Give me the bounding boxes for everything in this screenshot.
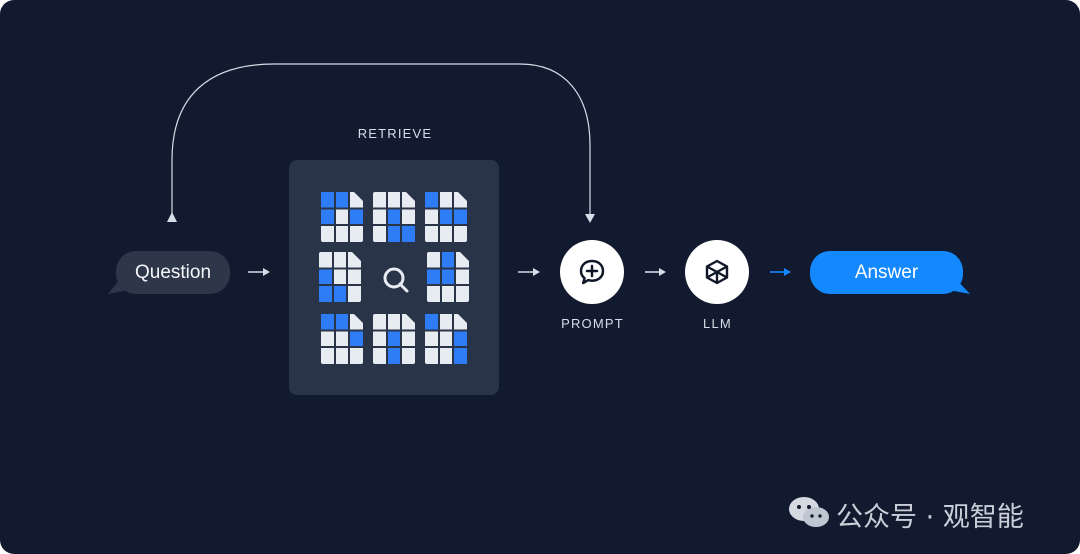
feedback-loop-line: [171, 63, 591, 218]
document-icon: [320, 313, 364, 365]
prompt-label: PROMPT: [561, 316, 624, 331]
arrow-retrieve-to-prompt: [518, 268, 540, 276]
document-icon: [424, 313, 468, 365]
document-icon: [424, 191, 468, 243]
document-icon: [320, 191, 364, 243]
document-icon: [372, 313, 416, 365]
retrieve-label: RETRIEVE: [357, 126, 433, 141]
arrow-prompt-to-llm: [645, 268, 666, 276]
document-icon: [372, 191, 416, 243]
document-icon: [318, 251, 362, 303]
wechat-icon: [789, 497, 829, 527]
arrow-llm-to-answer: [770, 268, 791, 276]
cube-icon: [705, 259, 729, 285]
prompt-node: [560, 240, 624, 304]
document-icon: [426, 251, 470, 303]
question-bubble: Question: [116, 251, 230, 294]
chat-plus-icon: [579, 259, 605, 285]
llm-label: LLM: [703, 316, 732, 331]
retrieved-documents-grid: [318, 191, 470, 365]
feedback-loop-end-arrow: [585, 214, 595, 223]
llm-node: [685, 240, 749, 304]
retrieve-panel: [289, 160, 499, 395]
answer-bubble: Answer: [810, 251, 963, 294]
search-icon: [383, 267, 409, 293]
watermark-text: 公众号 · 观智能: [836, 502, 1024, 533]
feedback-loop-start-arrow: [167, 212, 177, 222]
arrow-question-to-retrieve: [248, 268, 270, 276]
